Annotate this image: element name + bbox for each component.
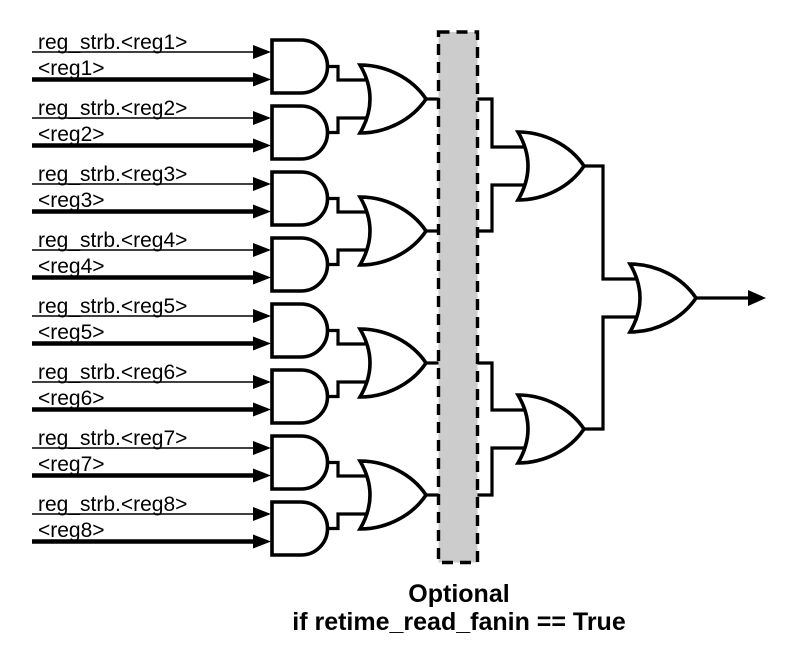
input-value-label: <reg7> bbox=[38, 453, 105, 476]
caption-line-2: if retime_read_fanin == True bbox=[292, 608, 626, 636]
input-strobe-label: reg_strb.<reg7> bbox=[38, 427, 187, 450]
input-value-label: <reg8> bbox=[38, 519, 105, 542]
input-strobe-label: reg_strb.<reg4> bbox=[38, 229, 187, 252]
connector-wire bbox=[327, 116, 376, 135]
input-strobe-label: reg_strb.<reg8> bbox=[38, 493, 187, 516]
input-value-label: <reg5> bbox=[38, 321, 105, 344]
arrowhead-icon bbox=[253, 441, 271, 455]
input-pair: reg_strb.<reg3> <reg3> bbox=[32, 163, 271, 219]
and-gate-6 bbox=[270, 368, 330, 425]
input-value-label: <reg6> bbox=[38, 387, 105, 410]
input-strobe-label: reg_strb.<reg5> bbox=[38, 295, 187, 318]
connector-wire bbox=[327, 328, 376, 346]
input-strobe-label: reg_strb.<reg2> bbox=[38, 97, 187, 120]
input-pair: reg_strb.<reg2> <reg2> bbox=[32, 97, 271, 153]
arrowhead-icon bbox=[253, 138, 271, 153]
arrowhead-icon bbox=[253, 72, 271, 87]
or-gate-stage2-4 bbox=[358, 459, 428, 531]
arrowhead-icon bbox=[253, 111, 271, 125]
or-gate-stage3-bottom bbox=[516, 393, 586, 465]
arrowhead-icon bbox=[253, 402, 271, 417]
caption: Optional if retime_read_fanin == True bbox=[292, 580, 626, 636]
connector-wire bbox=[477, 183, 534, 233]
arrowhead-icon bbox=[253, 336, 271, 351]
output-arrowhead-icon bbox=[748, 290, 766, 306]
stage2-to-stage3-wires bbox=[477, 97, 534, 497]
stage1-to-stage2-wires bbox=[327, 64, 440, 531]
arrowhead-icon bbox=[253, 534, 271, 549]
connector-wire bbox=[327, 248, 376, 267]
connector-wire bbox=[584, 164, 646, 281]
and-gate-3 bbox=[270, 170, 330, 227]
input-value-label: <reg4> bbox=[38, 255, 105, 278]
input-strobe-label: reg_strb.<reg1> bbox=[38, 31, 187, 54]
arrowhead-icon bbox=[253, 507, 271, 521]
arrowhead-icon bbox=[253, 309, 271, 323]
and-gate-7 bbox=[270, 434, 330, 491]
input-pair: reg_strb.<reg8> <reg8> bbox=[32, 493, 271, 549]
optional-retime-region bbox=[436, 30, 480, 565]
or-gate-stage3-top bbox=[516, 130, 586, 202]
input-pair: reg_strb.<reg5> <reg5> bbox=[32, 295, 271, 351]
or-gate-stage2-1 bbox=[358, 63, 428, 135]
input-value-label: <reg3> bbox=[38, 189, 105, 212]
connector-wire bbox=[327, 460, 376, 478]
connector-wire bbox=[477, 446, 534, 497]
connector-wire bbox=[584, 315, 646, 431]
arrowhead-icon bbox=[253, 45, 271, 59]
connector-wire bbox=[327, 196, 376, 214]
arrowhead-icon bbox=[253, 243, 271, 257]
connector-wire bbox=[327, 380, 376, 399]
input-value-label: <reg2> bbox=[38, 123, 105, 146]
or-gate-stage3 bbox=[516, 130, 586, 465]
connector-wire bbox=[327, 512, 376, 531]
caption-line-1: Optional bbox=[408, 580, 509, 608]
and-gate-2 bbox=[270, 104, 330, 161]
input-pair: reg_strb.<reg1> <reg1> bbox=[32, 31, 271, 87]
arrowhead-icon bbox=[253, 204, 271, 219]
input-pair: reg_strb.<reg6> <reg6> bbox=[32, 361, 271, 417]
input-pair: reg_strb.<reg4> <reg4> bbox=[32, 229, 271, 285]
input-value-label: <reg1> bbox=[38, 57, 105, 80]
or-gate-stage2-2 bbox=[358, 195, 428, 267]
connector-wire bbox=[327, 64, 376, 82]
or-gate-stage2 bbox=[358, 63, 428, 531]
connector-wire bbox=[477, 361, 534, 412]
output bbox=[696, 290, 766, 306]
connector-wire bbox=[477, 97, 534, 149]
arrowhead-icon bbox=[253, 468, 271, 483]
and-gate-1 bbox=[270, 38, 330, 95]
and-gate-stage bbox=[270, 38, 330, 557]
and-gate-5 bbox=[270, 302, 330, 359]
arrowhead-icon bbox=[253, 270, 271, 285]
and-gate-4 bbox=[270, 236, 330, 293]
stage3-to-final-wires bbox=[584, 164, 646, 431]
arrowhead-icon bbox=[253, 375, 271, 389]
arrowhead-icon bbox=[253, 177, 271, 191]
input-strobe-label: reg_strb.<reg6> bbox=[38, 361, 187, 384]
and-gate-8 bbox=[270, 500, 330, 557]
or-gate-stage2-3 bbox=[358, 327, 428, 399]
input-strobe-label: reg_strb.<reg3> bbox=[38, 163, 187, 186]
or-gate-final bbox=[628, 262, 698, 334]
input-pair: reg_strb.<reg7> <reg7> bbox=[32, 427, 271, 483]
